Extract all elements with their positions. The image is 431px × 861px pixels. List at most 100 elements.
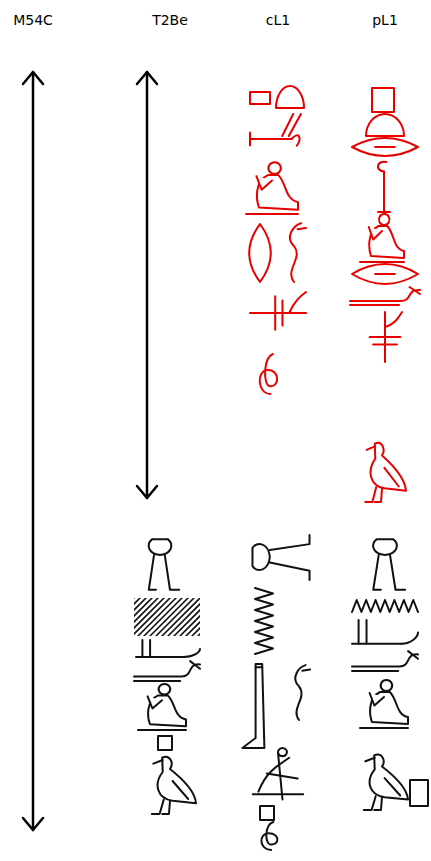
glyph-stroke	[384, 468, 398, 487]
hieroglyph	[410, 780, 428, 806]
glyph-stroke	[375, 488, 382, 502]
glyph-stroke	[134, 680, 180, 682]
range-arrow	[146, 72, 149, 498]
hieroglyph	[373, 539, 405, 589]
glyph-stroke	[268, 162, 280, 174]
glyph-stroke	[358, 620, 360, 644]
glyph-stroke	[257, 175, 298, 210]
glyph-stroke	[375, 146, 395, 148]
column-label: pL1	[372, 12, 398, 29]
glyph-stroke	[141, 640, 143, 657]
glyph-stroke	[276, 86, 304, 108]
hieroglyph	[352, 651, 418, 671]
glyph-stroke	[246, 213, 298, 215]
glyph-stroke	[402, 633, 419, 644]
arrow-head	[137, 72, 157, 84]
hieroglyph	[249, 224, 271, 282]
glyph-stroke	[267, 773, 298, 778]
glyph-stroke	[158, 757, 196, 803]
glyph-stroke	[367, 446, 376, 450]
hieroglyph	[152, 757, 196, 814]
glyph-stroke	[260, 354, 277, 394]
glyph-stroke	[352, 670, 398, 672]
glyph-stroke	[369, 226, 404, 258]
glyph-stroke	[350, 304, 399, 306]
hieroglyph	[260, 354, 277, 394]
hieroglyph	[250, 132, 300, 145]
glyph-stroke	[408, 651, 418, 659]
glyph-stroke	[149, 539, 172, 555]
glyph-stroke	[352, 600, 418, 612]
glyph-stroke	[162, 801, 170, 814]
glyph-stroke	[374, 797, 382, 810]
hieroglyph	[260, 806, 274, 820]
hieroglyph	[352, 620, 418, 644]
arrow-head	[23, 72, 43, 84]
glyph-stroke	[375, 273, 395, 275]
hieroglyph	[372, 88, 394, 112]
glyph-stroke	[256, 176, 272, 190]
glyph-stroke	[290, 223, 301, 282]
glyph-stroke	[390, 555, 405, 590]
hieroglyph	[138, 684, 186, 730]
glyph-stroke	[289, 292, 306, 313]
glyph-stroke	[370, 693, 384, 706]
hieroglyph	[253, 748, 303, 799]
glyph-stroke	[370, 336, 401, 338]
glyph-stroke	[373, 344, 397, 346]
hieroglyph	[352, 138, 418, 156]
hieroglyph	[242, 664, 264, 748]
hieroglyph	[261, 822, 277, 850]
glyph-stroke	[370, 692, 408, 724]
glyph-stroke	[159, 684, 171, 695]
glyph-stroke	[298, 228, 306, 229]
glyph-stroke	[261, 822, 277, 850]
glyph-stroke	[365, 487, 376, 502]
glyph-stroke	[366, 114, 404, 136]
glyph-stroke	[184, 649, 200, 657]
glyph-stroke	[190, 661, 200, 669]
glyph-stroke	[274, 296, 276, 330]
glyph-stroke	[148, 696, 162, 708]
glyph-stroke	[352, 138, 418, 156]
column-label: T2Be	[152, 12, 188, 29]
glyph-stroke	[255, 588, 273, 654]
glyph-stroke	[371, 443, 406, 491]
glyph-stroke	[381, 680, 393, 691]
hieroglyph	[134, 661, 200, 681]
glyph-stroke	[295, 665, 305, 720]
glyph-stroke	[250, 92, 270, 104]
glyph-stroke	[173, 781, 189, 799]
glyph-stroke	[256, 666, 263, 668]
glyph-stroke	[260, 806, 274, 820]
glyph-stroke	[352, 264, 418, 284]
hieroglyph	[282, 114, 301, 136]
hieroglyph	[364, 755, 408, 810]
hieroglyph	[290, 223, 306, 282]
glyph-stroke	[360, 727, 408, 729]
glyph-stroke	[378, 211, 390, 213]
hieroglyph	[158, 736, 172, 750]
hieroglyph	[255, 588, 273, 654]
hieroglyph	[350, 287, 420, 305]
glyph-stroke	[250, 138, 292, 140]
glyph-stroke	[149, 555, 156, 590]
glyph-stroke	[158, 736, 172, 750]
glyph-stroke	[149, 640, 151, 657]
glyph-stroke	[242, 664, 264, 748]
hieroglyph	[295, 665, 310, 720]
glyph-stroke	[250, 312, 306, 314]
hieroglyph	[360, 680, 408, 728]
glyph-stroke	[152, 800, 164, 814]
hieroglyph	[250, 292, 306, 330]
glyph-stroke	[372, 88, 394, 112]
glyph-stroke	[138, 729, 186, 731]
hieroglyph	[149, 539, 179, 589]
glyph-stroke	[350, 290, 420, 301]
glyph-stroke	[253, 793, 303, 795]
hieroglyph	[378, 162, 390, 212]
glyph-stroke	[165, 555, 179, 590]
glyph-stroke	[278, 748, 287, 756]
hieroglyph	[252, 535, 309, 580]
